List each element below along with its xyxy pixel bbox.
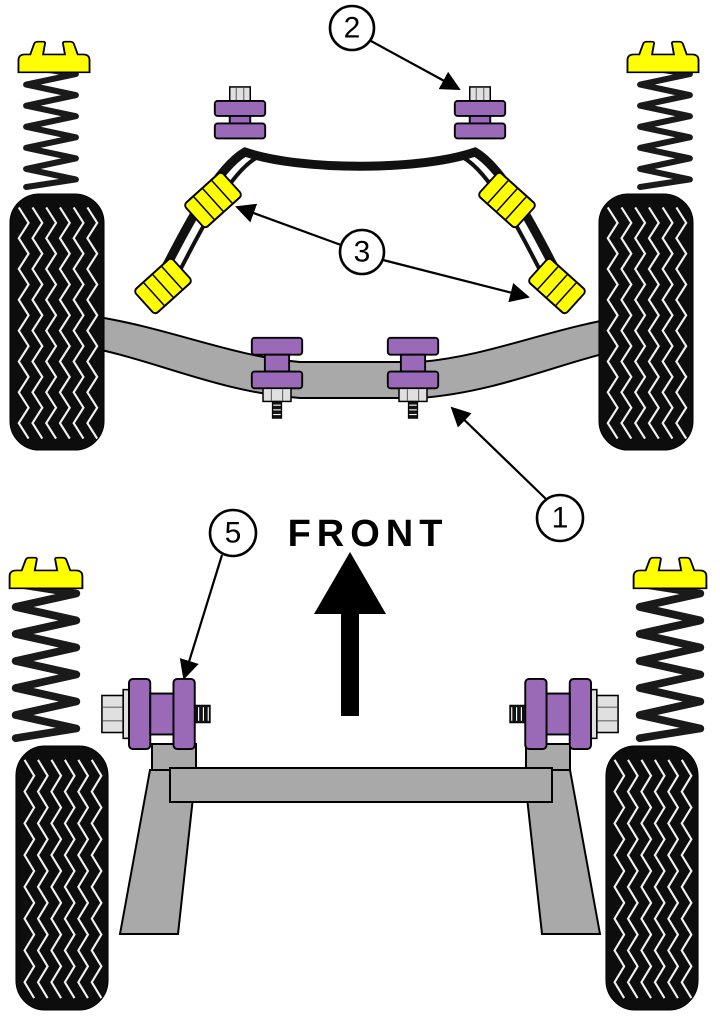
- coil-spring-rear-right: [640, 584, 701, 738]
- rear-crossbeam: [169, 767, 553, 803]
- callout-3-arrow-left: [235, 203, 342, 247]
- callout-5-arrow: [179, 554, 224, 680]
- tire-rear-left: [14, 744, 110, 1012]
- anti-roll-bar: [146, 147, 574, 301]
- callout-3: 3: [235, 203, 530, 303]
- tire-rear-right: [604, 744, 700, 1012]
- callout-2-badge: [328, 4, 376, 52]
- coil-spring-front-left: [26, 67, 76, 187]
- tire-front-right: [597, 192, 695, 452]
- lower-arm-bushing-right: [386, 336, 440, 420]
- callout-5-badge: [208, 508, 258, 558]
- spring-top-mount-front-left: [17, 40, 91, 74]
- rear-beam-bushing-left: [100, 677, 212, 751]
- drop-link-bushing-right: [453, 86, 507, 140]
- callout-2-arrow: [370, 40, 461, 90]
- callout-3-badge: [338, 228, 386, 276]
- front-direction-arrow: [314, 552, 386, 716]
- callout-5-label: 5: [225, 517, 242, 550]
- drop-link-bushing-left: [213, 86, 267, 140]
- callout-1-badge: [535, 493, 585, 543]
- tire-front-left: [8, 192, 106, 452]
- callout-2: 2: [328, 4, 461, 90]
- callout-5: 5: [179, 508, 258, 680]
- front-suspension-view: [8, 40, 700, 452]
- lower-arm-bushing-left: [250, 336, 304, 420]
- callout-1-arrow: [450, 406, 547, 500]
- coil-spring-front-right: [640, 67, 690, 187]
- rear-suspension-view: [8, 556, 708, 1012]
- callout-3-arrow-right: [382, 258, 530, 303]
- spring-top-mount-rear-right: [632, 556, 708, 590]
- spring-top-mount-rear-left: [8, 556, 84, 590]
- front-lower-arm: [91, 314, 629, 399]
- callout-2-label: 2: [344, 12, 361, 45]
- callout-3-label: 3: [354, 236, 371, 269]
- callout-1-label: 1: [552, 502, 569, 535]
- rear-beam-bushing-right: [508, 677, 620, 751]
- callout-1: 1: [450, 406, 585, 543]
- coil-spring-rear-left: [16, 584, 77, 738]
- rear-trailing-arm-right: [522, 769, 602, 935]
- spring-top-mount-front-right: [626, 40, 700, 74]
- front-label: FRONT: [288, 513, 449, 555]
- rear-beam-axle: [118, 743, 602, 935]
